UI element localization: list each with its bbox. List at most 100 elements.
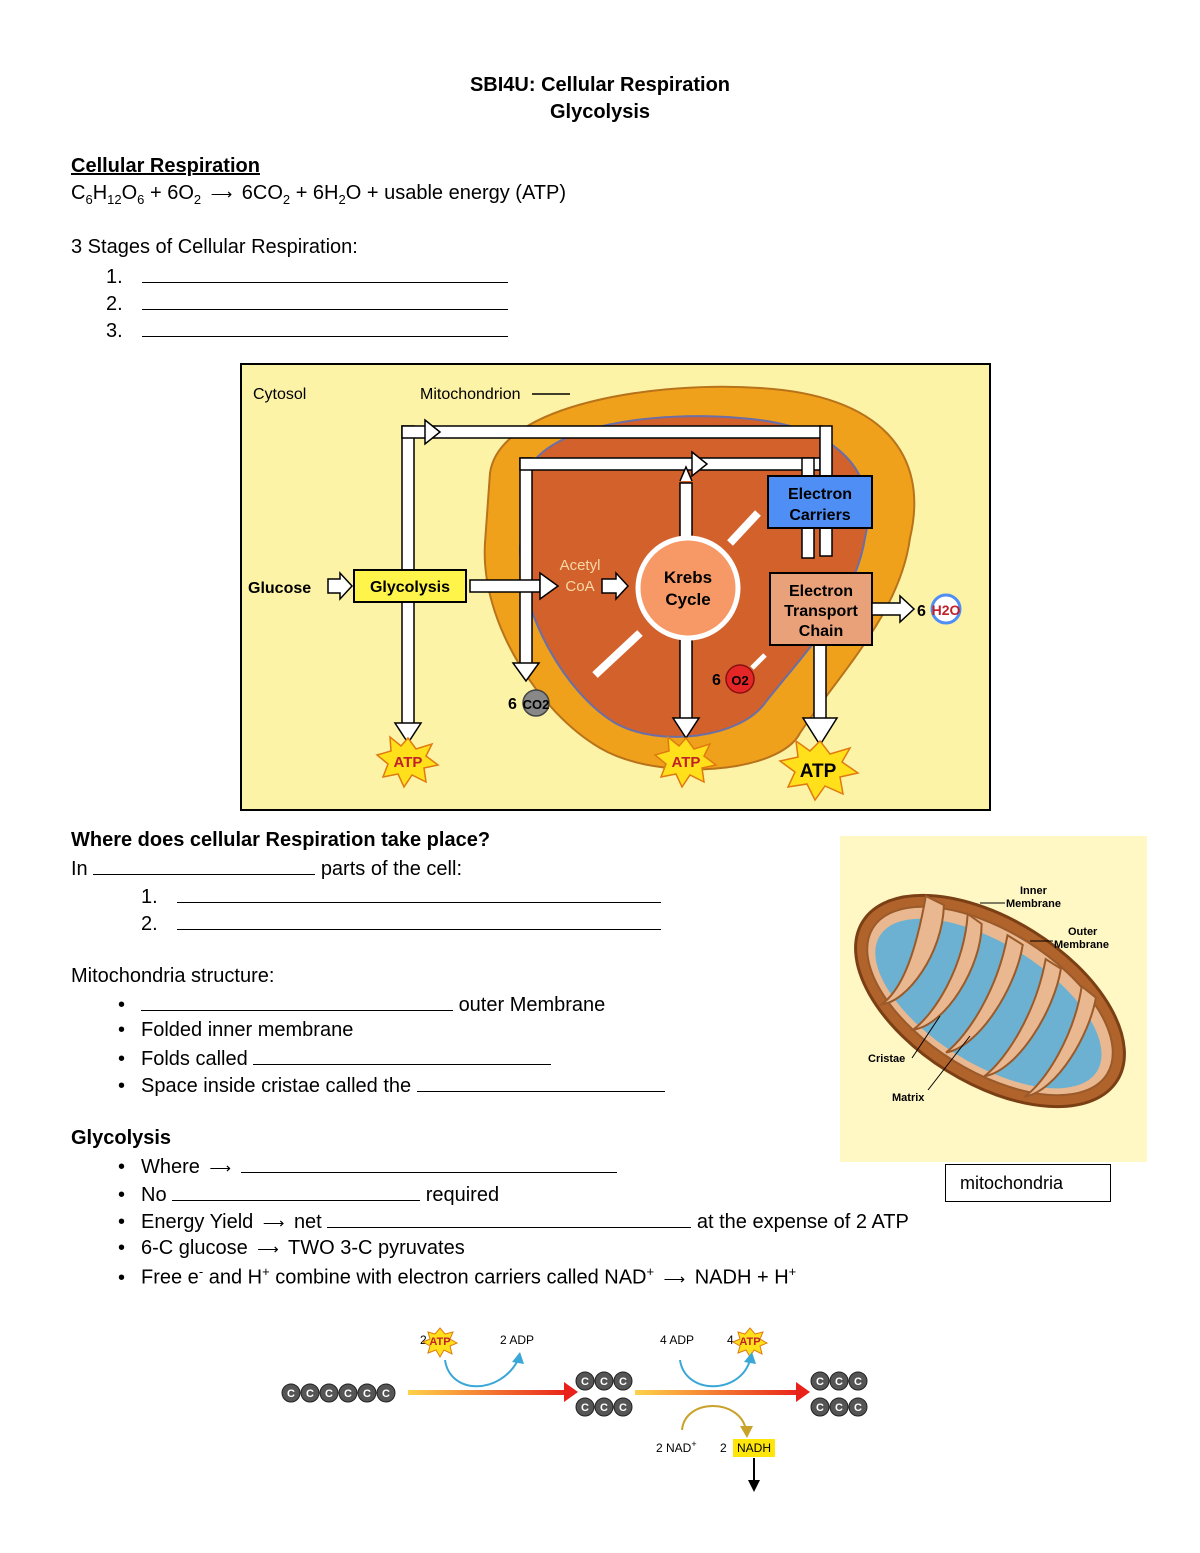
carbon-atom-icon <box>594 1371 614 1391</box>
pipe-top-1 <box>401 425 823 439</box>
etc-box <box>769 572 873 646</box>
cristae-label: Cristae <box>868 1053 905 1065</box>
atp-star-1: ATP <box>375 735 440 789</box>
carbon-atom-icon <box>357 1383 377 1403</box>
carbon-label: C <box>816 1402 824 1414</box>
atp-star-2: ATP <box>653 735 718 789</box>
page-subtitle: Glycolysis <box>549 101 651 123</box>
nadh-highlight <box>733 1439 775 1457</box>
stage-3: 3. <box>106 318 509 343</box>
carbon-atom-icon <box>338 1383 358 1403</box>
stage-2-blank[interactable] <box>142 291 509 310</box>
pipe-etc-down <box>813 642 827 724</box>
yields-arrow-icon: ⟶ <box>210 186 233 203</box>
pipe-glyco-acetyl <box>469 579 541 593</box>
atp-out-coef: 4 <box>727 1333 734 1347</box>
nadh-down-arrow-icon <box>748 1480 760 1492</box>
carbon-label: C <box>619 1376 627 1388</box>
o2-molecule-icon <box>725 664 755 694</box>
carbon-atom-icon <box>376 1383 396 1403</box>
o2-label: O2 <box>731 673 748 688</box>
glycolysis-box <box>353 569 467 603</box>
carbon-atom-icon <box>810 1397 830 1417</box>
mito-item-space: •Space inside cristae called the <box>71 1073 665 1098</box>
cytosol-label: Cytosol <box>253 386 306 403</box>
coa-label: CoA <box>565 578 594 595</box>
where-part-1-blank[interactable] <box>177 884 662 903</box>
glucose-label: Glucose <box>248 580 311 597</box>
section-heading-where: Where does cellular Respiration take pla… <box>71 829 491 851</box>
carbon-label: C <box>344 1388 352 1400</box>
carbon-atom-icon <box>575 1397 595 1417</box>
atp-out-label: ATP <box>739 1336 760 1348</box>
stage-3-blank[interactable] <box>142 318 509 337</box>
section-heading-cellular-respiration: Cellular Respiration <box>71 155 260 177</box>
where-in-line: In parts of the cell: <box>71 856 462 880</box>
carbon-label: C <box>581 1376 589 1388</box>
carbon-label: C <box>382 1388 390 1400</box>
atp-label-3: ATP <box>800 761 837 782</box>
mitochondria-caption: mitochondria <box>945 1164 1111 1202</box>
stage-1: 1. <box>106 264 509 289</box>
atp-star-3: ATP <box>778 739 860 802</box>
atp-label-2: ATP <box>672 754 701 771</box>
matrix-label: Matrix <box>892 1092 925 1104</box>
stage-1-blank[interactable] <box>142 264 509 283</box>
mitochondrion-label: Mitochondrion <box>420 386 521 403</box>
co2-molecule-icon <box>522 689 550 717</box>
adp-out-label: 2 ADP <box>500 1333 534 1347</box>
mito-space-blank[interactable] <box>416 1073 665 1092</box>
electron-carriers-box <box>767 475 873 529</box>
nad-to-nadh-arc <box>681 1405 747 1431</box>
carbon-atom-icon <box>575 1371 595 1391</box>
glyco-yield-blank[interactable] <box>327 1209 692 1228</box>
glycolysis-box-label: Glycolysis <box>370 579 450 596</box>
carbon-label: C <box>835 1376 843 1388</box>
krebs-label: Krebs <box>664 568 712 587</box>
adp-in-label: 4 ADP <box>660 1333 694 1347</box>
page-title: SBI4U: Cellular Respiration <box>469 74 731 96</box>
o2-coef: 6 <box>712 672 721 689</box>
mito-item-outer: • outer Membrane <box>118 992 606 1016</box>
carbon-atom-icon <box>613 1371 633 1391</box>
carbon-label: C <box>835 1402 843 1414</box>
where-count-blank[interactable] <box>93 856 316 875</box>
carriers-label: Carriers <box>789 507 850 524</box>
acetyl-label: Acetyl <box>560 557 601 574</box>
krebs-cycle-circle <box>635 535 741 641</box>
glyco-item-pyruvate: •6-C glucose ⟶ TWO 3-C pyruvates <box>118 1237 465 1259</box>
respiration-equation: C6H12O6 + 6O2 ⟶ 6CO2 + 6H2O + usable ene… <box>71 182 567 207</box>
h2o-coef: 6 <box>917 603 926 620</box>
glyco-required-blank[interactable] <box>172 1182 421 1201</box>
where-part-2-blank[interactable] <box>177 911 662 930</box>
atp-in-coef: 2 <box>420 1333 427 1347</box>
where-part-1: 1. <box>141 884 662 909</box>
co2-coef: 6 <box>508 696 517 713</box>
glyco-where-blank[interactable] <box>240 1154 617 1173</box>
atp-to-adp-arc <box>444 1359 519 1388</box>
yields-arrow-icon: ⟶ <box>262 1215 285 1232</box>
atp-label-1: ATP <box>394 754 423 771</box>
carbon-label: C <box>363 1388 371 1400</box>
cycle-label: Cycle <box>665 590 710 609</box>
carbon-atom-icon <box>829 1397 849 1417</box>
carbon-label: C <box>600 1402 608 1414</box>
mito-item-folds: •Folds called <box>71 1046 552 1071</box>
nadh-label: NADH <box>737 1441 771 1455</box>
section-heading-glycolysis: Glycolysis <box>71 1127 172 1149</box>
adp-to-atp-arc <box>679 1359 751 1388</box>
carbon-label: C <box>306 1388 314 1400</box>
atp-star-icon <box>375 735 440 789</box>
carbon-label: C <box>854 1402 862 1414</box>
carbon-label: C <box>854 1376 862 1388</box>
carbon-atom-icon <box>613 1397 633 1417</box>
mito-outer-blank[interactable] <box>141 992 453 1011</box>
mito-folds-blank[interactable] <box>253 1046 552 1065</box>
cellular-respiration-diagram: Cytosol Mitochondrion Glucose Glycolysis… <box>240 363 991 811</box>
